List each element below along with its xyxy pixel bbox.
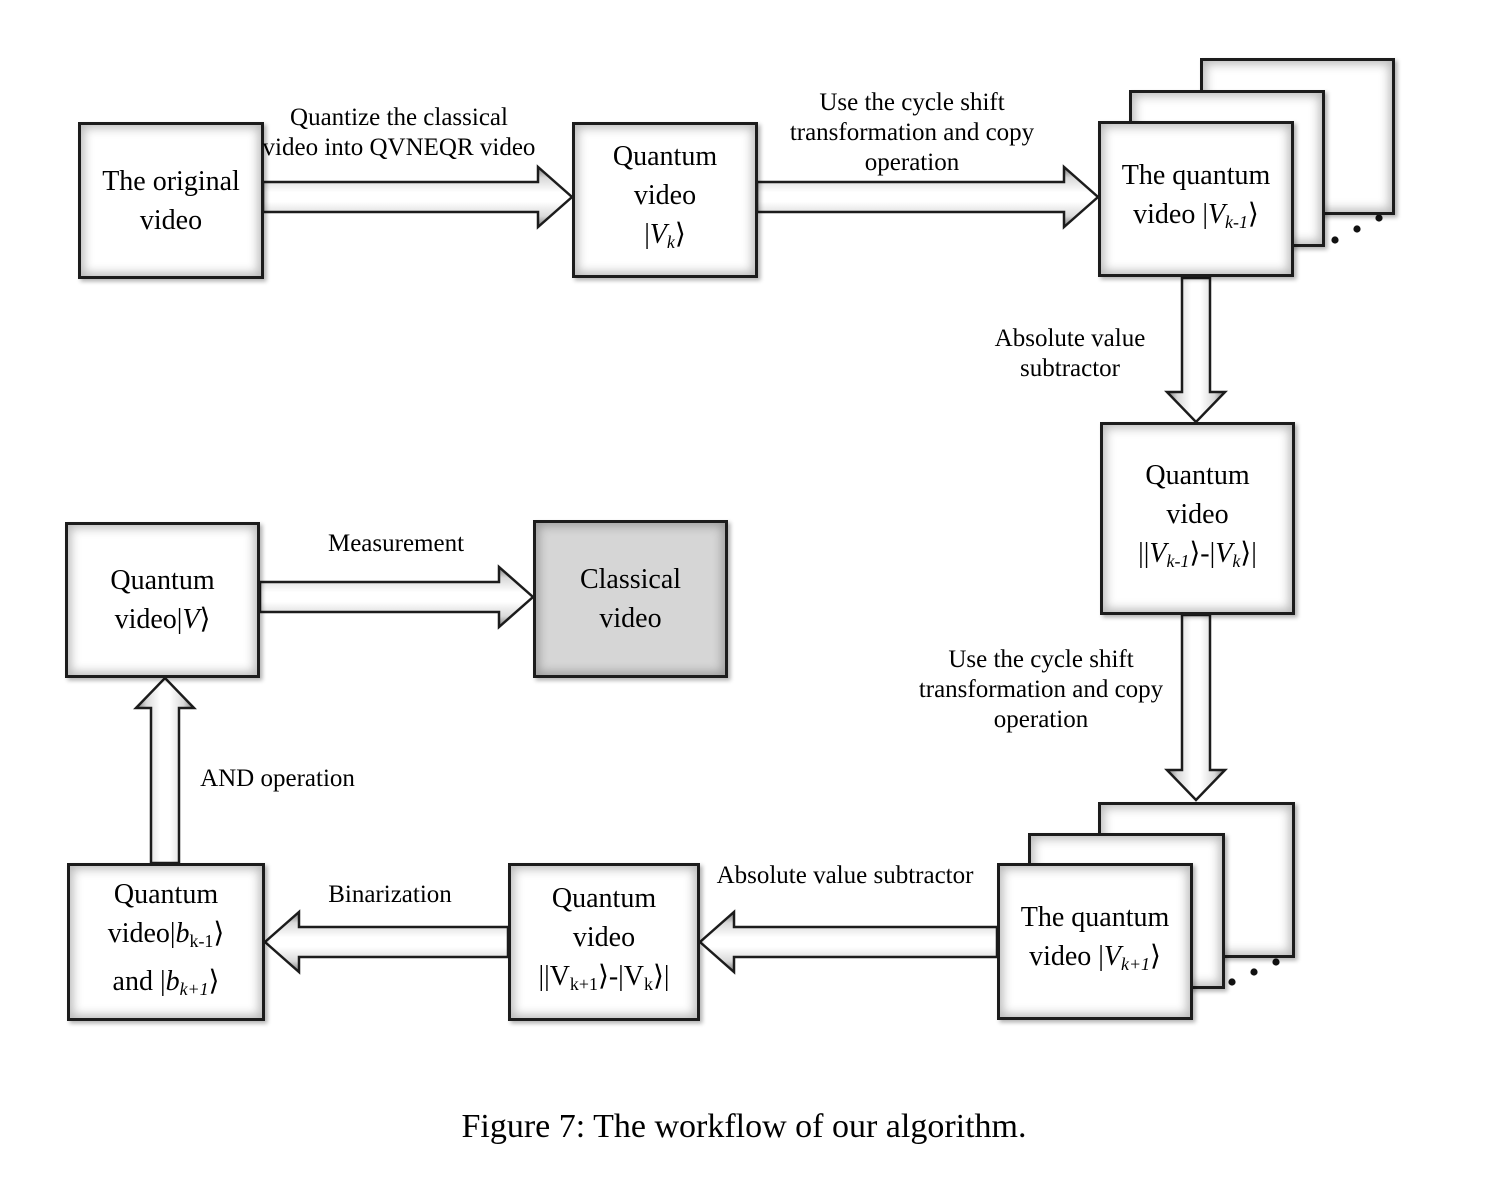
- arrow-and-operation: [133, 676, 197, 865]
- label-abs-subtractor-right: Absolute value subtractor: [994, 325, 1146, 382]
- arrow-cycle-shift-top: [755, 164, 1100, 230]
- ellipsis-dots-top: [1331, 214, 1383, 244]
- label-binarization: Binarization: [328, 881, 452, 908]
- label-and-operation: AND operation: [200, 765, 355, 792]
- arrow-abs-subtractor-bottom: [698, 909, 999, 975]
- arrow-measurement: [258, 564, 535, 630]
- arrow-cycle-shift-mid: [1164, 613, 1228, 802]
- label-cycle-shift-top: Use the cycle shift transformation and c…: [789, 89, 1035, 176]
- ellipsis-dots-bottom: [1228, 958, 1280, 986]
- arrow-binarization: [263, 909, 510, 975]
- label-cycle-shift-mid: Use the cycle shift transformation and c…: [918, 646, 1164, 733]
- label-quantize: Quantize the classical video into QVNEQR…: [262, 104, 536, 161]
- label-measurement: Measurement: [327, 530, 465, 557]
- arrow-abs-subtractor-right: [1164, 276, 1228, 424]
- arrow-quantize: [261, 164, 574, 230]
- figure-caption: Figure 7: The workflow of our algorithm.: [461, 1108, 1027, 1145]
- label-abs-subtractor-bottom: Absolute value subtractor: [716, 862, 974, 889]
